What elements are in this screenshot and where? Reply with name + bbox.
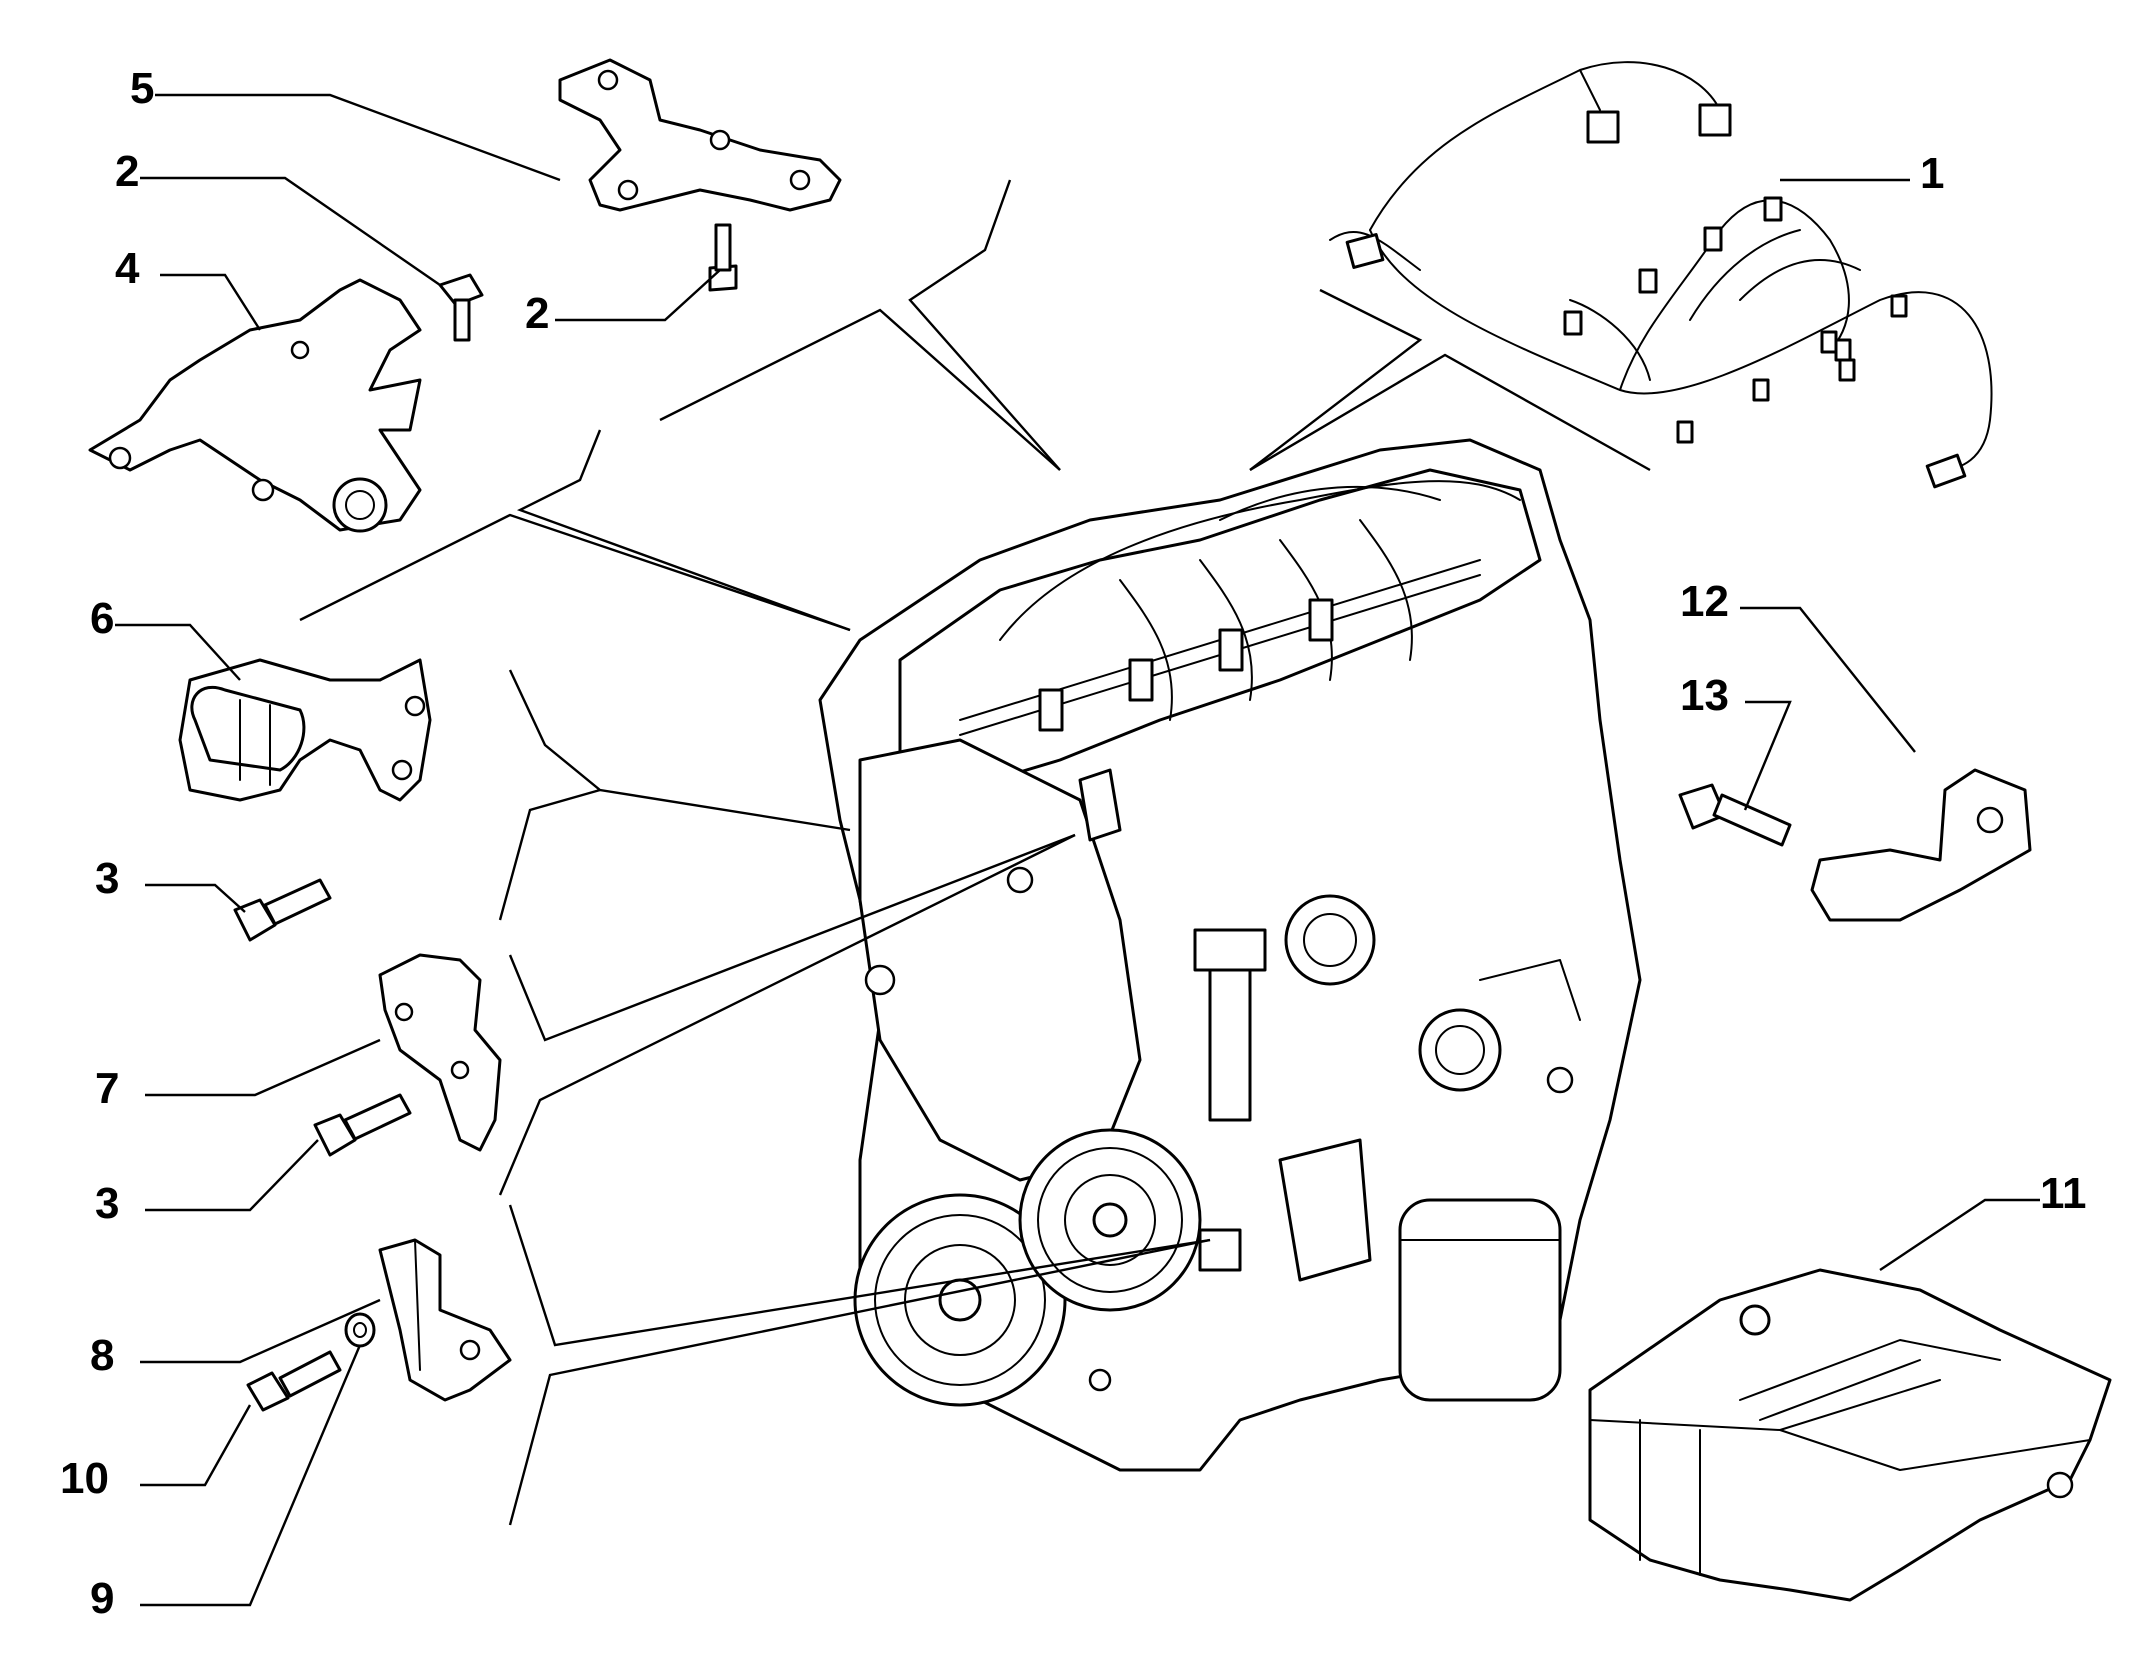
callout-numbers: 1 2 2 3 3 4 5 6 7 8 9 10 11 12 13 [60, 64, 2087, 1623]
bracket-7 [378, 953, 502, 1152]
leader-group-top [908, 179, 1061, 471]
leader-group-top-2 [659, 308, 1061, 471]
leader-6 [115, 623, 241, 681]
callout-13: 13 [1680, 671, 1729, 720]
leader-2-lower [555, 269, 721, 322]
clip-bracket-4 [88, 278, 422, 533]
leader-3-lower [145, 1139, 319, 1212]
bolt-3-lower [313, 1093, 412, 1157]
leader-lines [115, 93, 2040, 1607]
leader-group-7 [508, 833, 1076, 1042]
leader-2-upper [140, 176, 441, 286]
callout-1: 1 [1920, 149, 1944, 198]
clip-bracket-6 [178, 658, 432, 802]
leader-group-left-top-2 [299, 513, 851, 632]
leader-4 [160, 273, 262, 331]
leader-group-6b [498, 788, 601, 921]
leader-group-8b [508, 1238, 1211, 1526]
leader-9 [140, 1344, 362, 1607]
plate-bracket-5 [558, 58, 842, 212]
leader-13 [1743, 700, 1792, 811]
ecu-module [1588, 1268, 2112, 1602]
bolt-10 [246, 1350, 342, 1412]
callout-6: 6 [90, 594, 114, 643]
leader-8 [140, 1298, 381, 1364]
bolt-2-upper [438, 273, 484, 342]
callout-11: 11 [2040, 1169, 2087, 1218]
callout-3-upper: 3 [95, 854, 119, 903]
callout-5: 5 [130, 64, 154, 113]
bolt-2-lower [708, 223, 738, 292]
bolt-13 [1678, 783, 1792, 847]
callout-9: 9 [90, 1574, 114, 1623]
washer-9 [344, 1312, 376, 1348]
leader-group-left-top [516, 429, 851, 632]
leader-12 [1740, 606, 1916, 753]
callout-12: 12 [1680, 577, 1729, 626]
callout-3-lower: 3 [95, 1179, 119, 1228]
leader-5 [155, 93, 561, 182]
bolt-3-upper [233, 878, 332, 942]
callout-10: 10 [60, 1454, 109, 1503]
callout-2-upper: 2 [115, 147, 139, 196]
leader-7 [145, 1038, 381, 1097]
leader-11 [1879, 1198, 2040, 1271]
bracket-12 [1810, 768, 2032, 922]
callout-8: 8 [90, 1331, 114, 1380]
callout-2-lower: 2 [525, 289, 549, 338]
leader-group-harness-2 [1249, 353, 1651, 472]
bracket-8 [378, 1238, 512, 1402]
callout-7: 7 [95, 1064, 119, 1113]
wiring-harness [1329, 61, 1993, 489]
leader-10 [140, 1404, 252, 1487]
leader-group-7b [498, 833, 1076, 1196]
engine-assembly [818, 438, 1642, 1472]
leader-3-upper [145, 883, 246, 913]
leader-group-harness [1249, 288, 1423, 471]
leader-group-8 [508, 1204, 1211, 1347]
callout-4: 4 [115, 244, 140, 293]
leader-group-6 [508, 669, 851, 832]
